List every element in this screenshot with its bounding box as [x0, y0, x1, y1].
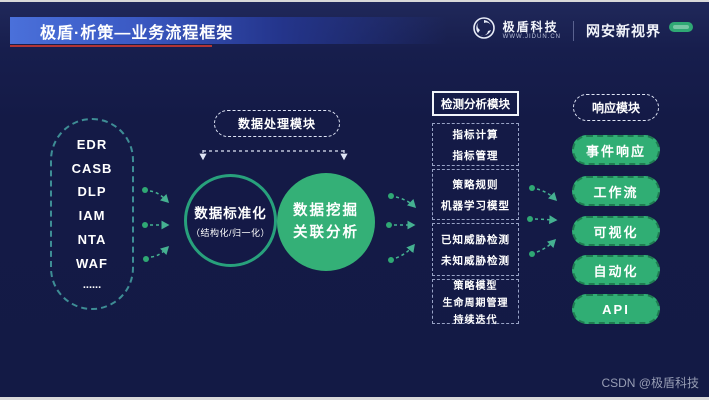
detection-module-header: 检测分析模块: [432, 91, 519, 116]
detection-line: 已知威胁检测: [441, 233, 510, 246]
logo-site-url: WWW.JIDUN.CN: [502, 33, 561, 40]
mining-line1: 数据挖掘: [293, 202, 359, 219]
jidun-logo-text: 极盾科技 WWW.JIDUN.CN: [502, 19, 561, 41]
mining-line2: 关联分析: [293, 225, 359, 241]
processing-bracket: [199, 150, 348, 161]
data-standardization-circle: 数据标准化 （结构化/归一化）: [184, 174, 277, 267]
detection-box-indicators: 指标计算 指标管理: [432, 123, 519, 166]
response-node-label: 可视化: [593, 224, 639, 240]
source-item-nta: NTA: [77, 231, 107, 247]
detection-line: 机器学习模型: [441, 199, 510, 212]
detection-line: 指标管理: [452, 149, 499, 162]
title-underline: [10, 45, 212, 47]
detection-box-strategy: 策略规则 机器学习模型: [432, 169, 519, 220]
source-item-more: ......: [82, 279, 102, 292]
source-item-edr: EDR: [76, 136, 108, 152]
arrows-detection-to-response: [527, 185, 558, 257]
response-module-text: 响应模块: [591, 101, 640, 115]
response-node-incident: 事件响应: [572, 135, 660, 165]
detection-line: 策略规则: [452, 178, 499, 191]
detection-box-lifecycle: 策略模型 生命周期管理 持续迭代: [432, 279, 519, 326]
logo-area: 极盾科技 WWW.JIDUN.CN 网安新视界: [472, 17, 693, 44]
logo-company-name: 极盾科技: [502, 19, 559, 34]
processing-module-text: 数据处理模块: [237, 117, 316, 131]
standardization-title: 数据标准化: [194, 206, 267, 221]
arrows-sources-to-processing: [142, 187, 170, 262]
source-item-dlp: DLP: [77, 184, 107, 200]
detection-line: 策略模型: [453, 281, 498, 292]
data-sources-capsule: EDR CASB DLP IAM NTA WAF ......: [50, 118, 134, 310]
watermark: CSDN @极盾科技: [601, 376, 699, 390]
response-node-workflow: 工作流: [572, 176, 660, 206]
response-node-label: 自动化: [593, 263, 639, 279]
response-module-label: 响应模块: [573, 94, 659, 121]
page-title: 极盾·析策—业务流程框架: [40, 24, 234, 42]
arrows-processing-to-detection: [386, 193, 417, 263]
source-item-iam: IAM: [78, 208, 106, 223]
response-node-label: API: [602, 301, 630, 317]
source-item-waf: WAF: [76, 255, 108, 271]
response-node-api: API: [572, 294, 660, 324]
detection-box-threats: 已知威胁检测 未知威胁检测: [432, 223, 519, 276]
standardization-subtitle: （结构化/归一化）: [190, 228, 270, 238]
detection-module-text: 检测分析模块: [441, 98, 510, 111]
processing-module-label: 数据处理模块: [214, 110, 340, 137]
detection-line: 持续迭代: [453, 315, 498, 326]
source-item-casb: CASB: [71, 160, 113, 176]
detection-line: 指标计算: [452, 128, 499, 141]
response-node-label: 工作流: [593, 184, 639, 200]
response-node-automation: 自动化: [572, 255, 660, 285]
data-mining-circle: 数据挖掘 关联分析: [277, 173, 375, 271]
response-node-visualization: 可视化: [572, 216, 660, 246]
logo-divider: [573, 20, 574, 41]
detection-line: 生命周期管理: [442, 298, 509, 309]
issue-badge: [669, 21, 693, 32]
jidun-logo-icon: [472, 17, 495, 44]
response-node-label: 事件响应: [585, 143, 646, 159]
detection-line: 未知威胁检测: [441, 254, 510, 267]
partner-logo-text: 网安新视界: [586, 22, 661, 39]
